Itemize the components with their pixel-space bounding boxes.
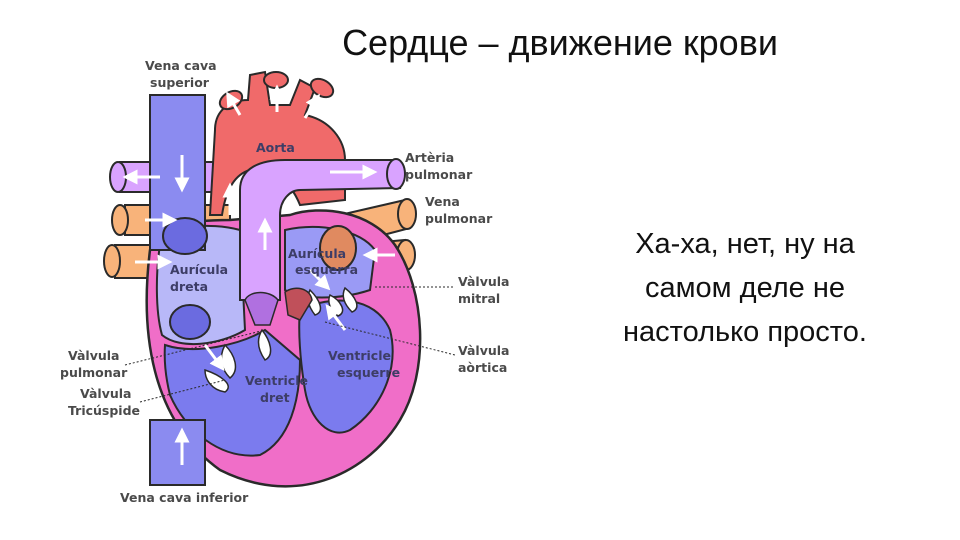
label-auricula-esquerra: Aurícula esquerra — [288, 246, 358, 277]
label-valvula-tricuspide: Vàlvula Tricúspide — [68, 386, 140, 418]
heart-valves — [204, 286, 358, 393]
label-vena-cava-inferior: Vena cava inferior — [120, 490, 249, 505]
left-atrium-inner — [319, 225, 357, 271]
label-aorta: Aorta — [256, 140, 295, 155]
leader-lines — [124, 286, 456, 403]
aortic-valve-shape — [284, 287, 313, 321]
slide-title: Сердце – движение крови — [342, 22, 778, 63]
heart-diagram: Vena cava superior Artèria pulmonar Vena… — [60, 58, 514, 505]
slide-text-line: Ха-ха, нет, ну на — [635, 228, 855, 260]
label-valvula-aortica: Vàlvula aòrtica — [458, 343, 514, 375]
label-auricula-dreta: Aurícula dreta — [170, 262, 232, 294]
slide-body-text: Ха-ха, нет, ну на самом деле не настольк… — [590, 222, 900, 354]
label-valvula-pulmonar: Vàlvula pulmonar — [60, 348, 128, 380]
label-vena-pulmonar: Vena pulmonar — [425, 194, 493, 226]
pulmonary-artery-end — [386, 158, 406, 190]
label-arteria-pulmonar: Artèria pulmonar — [405, 150, 473, 182]
aorta-branch — [263, 71, 289, 89]
label-ventricle-dret: Ventricle dret — [245, 373, 312, 405]
pulmonary-valve-shape — [244, 291, 279, 326]
label-vena-cava-superior: Vena cava superior — [145, 58, 221, 90]
label-valvula-mitral: Vàlvula mitral — [458, 274, 514, 306]
slide-text-line: настолько просто. — [623, 316, 867, 348]
slide-text-line: самом деле не — [644, 272, 846, 304]
vena-cava — [149, 94, 211, 486]
flow-arrows — [122, 84, 395, 465]
label-ventricle-esquerre: Ventricle esquerre — [328, 348, 400, 380]
